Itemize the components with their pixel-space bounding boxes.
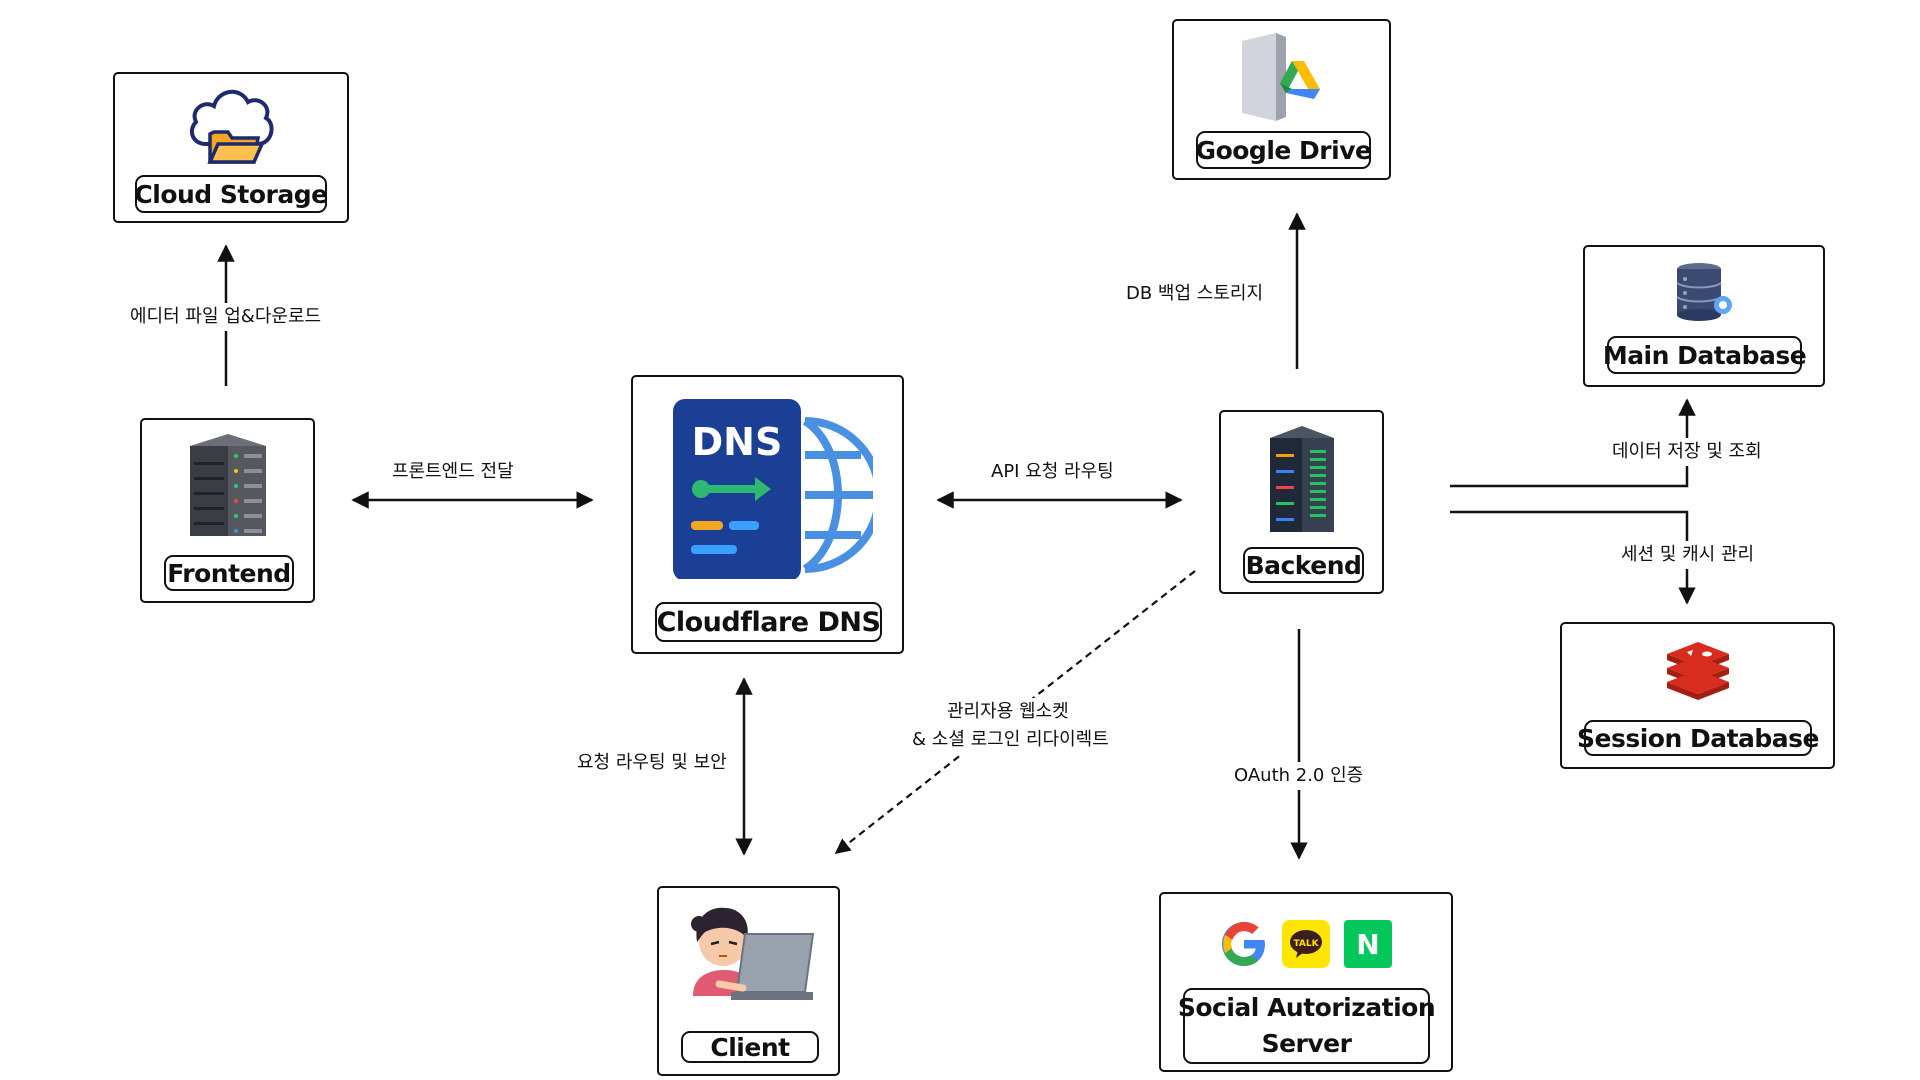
google-drive-label: Google Drive (1196, 131, 1372, 169)
node-cloudflare-dns: DNS Cloudflare DNS (631, 375, 904, 654)
social-auth-label-line1: Social Autorization (1177, 993, 1436, 1022)
node-cloud-storage: Cloud Storage (113, 72, 349, 223)
node-frontend: Frontend (140, 418, 315, 603)
social-auth-label-line2: Server (1261, 1029, 1352, 1058)
redis-icon (1562, 642, 1833, 700)
server-rack-icon (142, 432, 313, 540)
edge-label-backend-client-2: & 소셜 로그인 리다이렉트 (910, 726, 1111, 754)
social-icons-row: TALK N (1161, 920, 1451, 968)
cloudflare-dns-label: Cloudflare DNS (655, 602, 882, 642)
node-backend: Backend (1219, 410, 1384, 594)
main-database-label: Main Database (1603, 336, 1807, 374)
social-auth-label: Social Autorization Server (1178, 988, 1436, 1064)
edge-label-backend-social: OAuth 2.0 인증 (1232, 762, 1366, 790)
dns-globe-icon: DNS (633, 399, 902, 579)
node-main-database: Main Database (1583, 245, 1825, 387)
frontend-label: Frontend (164, 555, 294, 591)
cloud-folder-icon (115, 82, 347, 166)
person-laptop-icon (659, 898, 838, 1008)
google-drive-icon (1174, 31, 1389, 123)
kakaotalk-icon: TALK (1282, 920, 1330, 968)
google-g-icon (1222, 922, 1265, 966)
node-google-drive: Google Drive (1172, 19, 1391, 180)
edge-label-backend-drive: DB 백업 스토리지 (1124, 280, 1266, 308)
server-rack-units (189, 434, 266, 536)
dns-icon-text: DNS (691, 420, 782, 464)
naver-n-icon: N (1344, 920, 1392, 968)
node-session-database: Session Database (1560, 622, 1835, 769)
edge-label-backend-client-1: 관리자용 웹소켓 (945, 698, 1071, 726)
edge-label-backend-main-db: 데이터 저장 및 조회 (1610, 438, 1764, 466)
server-tower-icon (1221, 424, 1382, 536)
edge-label-frontend-cloud: 에디터 파일 업&다운로드 (128, 303, 324, 331)
naver-icon-text: N (1356, 928, 1379, 961)
client-label: Client (681, 1031, 819, 1063)
edge-label-backend-session-db: 세션 및 캐시 관리 (1619, 541, 1757, 569)
edge-backend-session-db (1450, 510, 1696, 605)
edge-label-dns-client: 요청 라우팅 및 보안 (575, 749, 729, 777)
node-client: Client (657, 886, 840, 1076)
edge-label-dns-backend: API 요청 라우팅 (989, 458, 1116, 486)
cloud-storage-label: Cloud Storage (134, 175, 328, 213)
kakao-icon-text: TALK (1293, 939, 1319, 949)
edge-label-frontend-dns: 프론트엔드 전달 (390, 458, 516, 486)
edge-backend-main-db (1450, 398, 1696, 488)
database-gear-icon (1585, 261, 1823, 323)
session-database-label: Session Database (1577, 720, 1820, 756)
backend-label: Backend (1243, 547, 1364, 583)
node-social-auth-server: TALK N Social Autorization Server (1159, 892, 1453, 1072)
